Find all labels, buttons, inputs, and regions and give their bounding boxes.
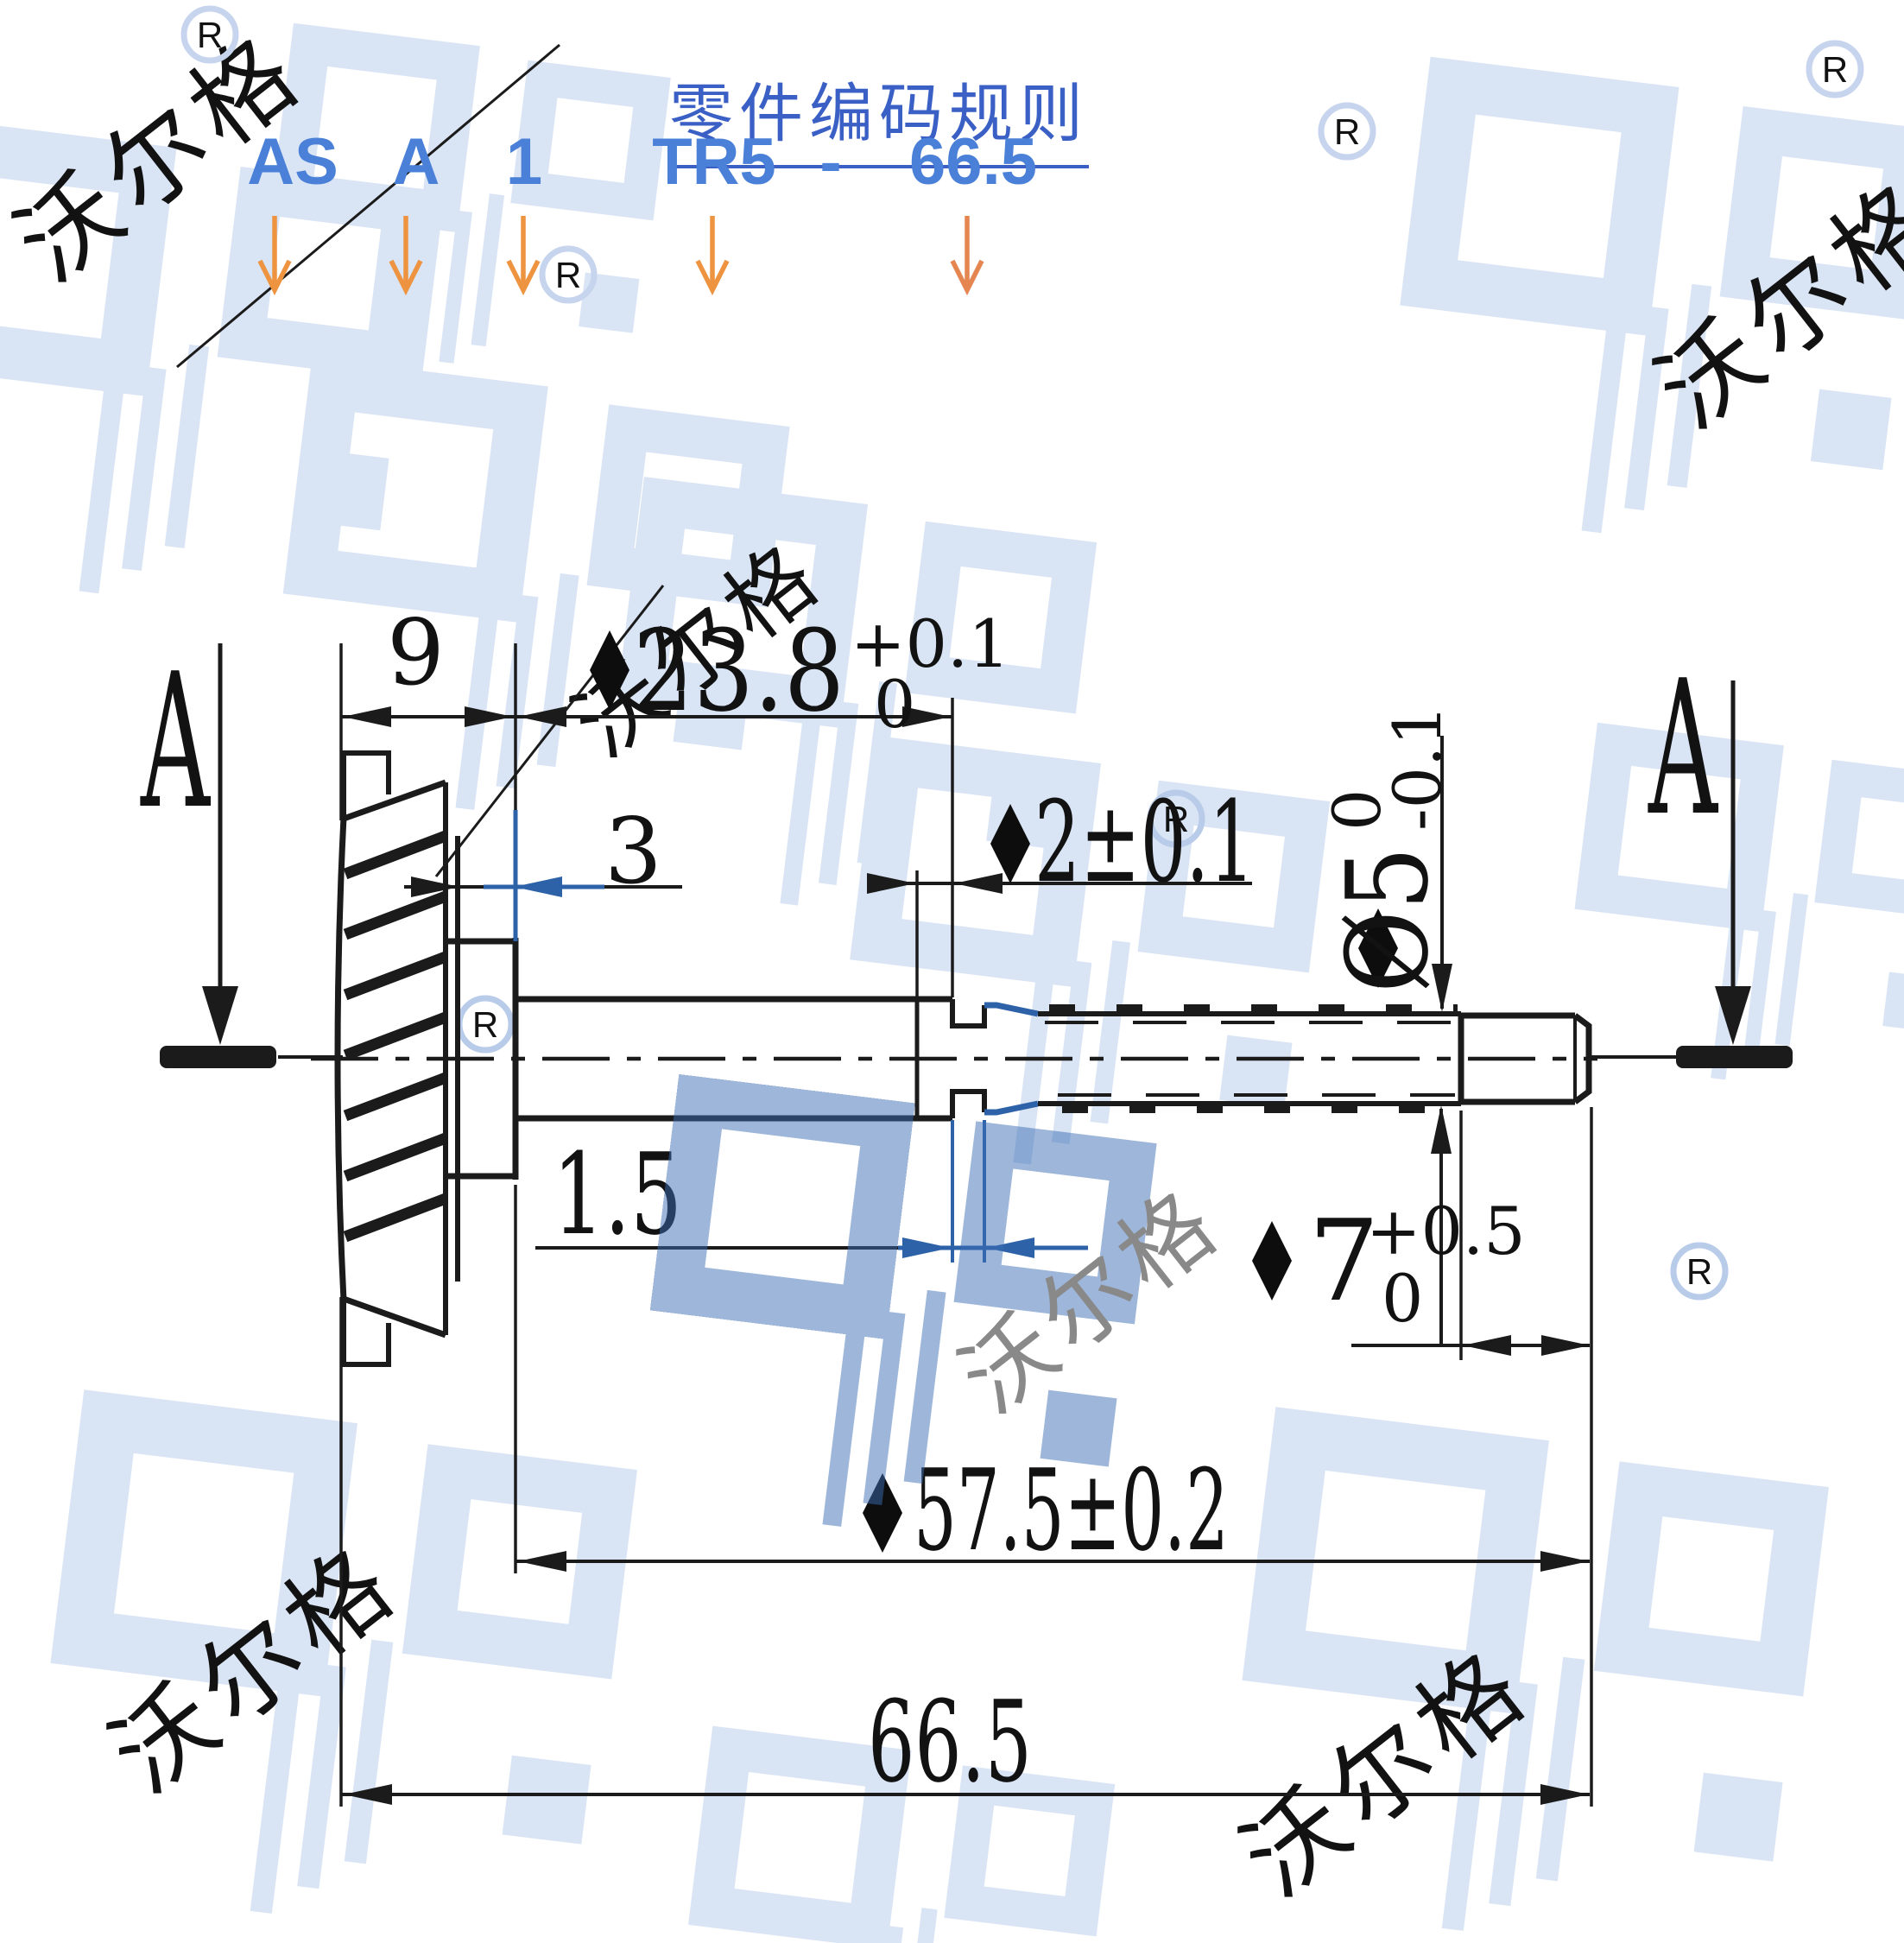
dim-tolerance-upper: 0 <box>1319 789 1395 831</box>
section-arrow-icon <box>202 986 238 1045</box>
diamond-icon <box>1252 1221 1292 1301</box>
arrow-down-icon <box>506 216 541 296</box>
dim-text: 57.5±0.2 <box>914 1445 1229 1576</box>
code-part-separator: - <box>819 125 842 199</box>
code-part-spec: TR5 <box>652 125 776 199</box>
dim-tolerance-lower: -0.1 <box>1379 704 1456 831</box>
dim-gear-width: 9 <box>341 600 952 727</box>
arrow-down-icon <box>695 216 730 296</box>
shaft-drawing: A A 9 <box>140 600 1793 1807</box>
section-arrow-icon <box>1715 986 1751 1045</box>
diamond-icon <box>1358 908 1398 988</box>
dim-text: 3 <box>604 799 662 904</box>
dim-groove-width: 2±0.1 <box>867 776 1255 908</box>
dim-text: 2±0.1 <box>1034 776 1255 908</box>
watermark-stripe <box>434 585 665 877</box>
arrow-down-icon <box>950 216 984 296</box>
section-marker-right: A <box>1648 640 1793 1068</box>
dim-shoulder-length: 23.8 +0.1 0 <box>518 605 1010 743</box>
shaft-profile <box>516 996 1592 1122</box>
dim-functional-length: 57.5±0.2 <box>516 1445 1590 1576</box>
code-part-index: 1 <box>505 125 543 199</box>
code-pointer-arrows <box>257 216 984 296</box>
page-title: 零件编码规则 <box>669 62 1089 168</box>
dim-tolerance-lower: 0 <box>1382 1260 1423 1337</box>
section-plane-bar <box>160 1046 276 1068</box>
dim-total-length: 66.5 <box>341 1676 1590 1807</box>
arrow-down-icon <box>257 216 292 296</box>
dim-end-length: 7 +0.5 0 <box>1252 1193 1590 1356</box>
gear-teeth <box>343 830 448 1243</box>
bevel-gear <box>334 750 519 1367</box>
extension-lines <box>339 643 1593 1807</box>
registered-icon <box>1321 105 1373 157</box>
section-label: A <box>140 633 211 850</box>
dim-shaft-diameter: Ø5 0 -0.1 <box>1319 704 1456 1345</box>
section-plane-bar <box>1676 1046 1793 1068</box>
dim-rim: 3 <box>404 799 682 904</box>
dim-tolerance-lower: 0 <box>874 666 915 743</box>
arrow-down-icon <box>389 216 423 296</box>
dim-text: 66.5 <box>868 1676 1032 1807</box>
dim-text: 23.8 <box>633 605 844 737</box>
dim-text: Ø5 <box>1322 846 1453 993</box>
dim-text: 7 <box>1308 1195 1380 1326</box>
code-part-length: 66.5 <box>909 125 1037 199</box>
section-label: A <box>1648 640 1718 857</box>
code-part-series: AS <box>247 125 338 199</box>
code-part-type: A <box>392 125 440 199</box>
watermark-stripe <box>176 43 560 369</box>
diamond-icon <box>990 804 1030 883</box>
dim-tolerance-upper: +0.1 <box>851 605 1010 682</box>
diamond-icon <box>590 630 629 710</box>
dim-text: 9 <box>387 600 445 706</box>
registered-icon <box>1809 43 1861 95</box>
section-marker-left: A <box>140 633 276 1068</box>
dim-tolerance-upper: +0.5 <box>1366 1193 1526 1269</box>
registered-icon <box>1673 1245 1725 1297</box>
registered-icon <box>459 998 511 1050</box>
